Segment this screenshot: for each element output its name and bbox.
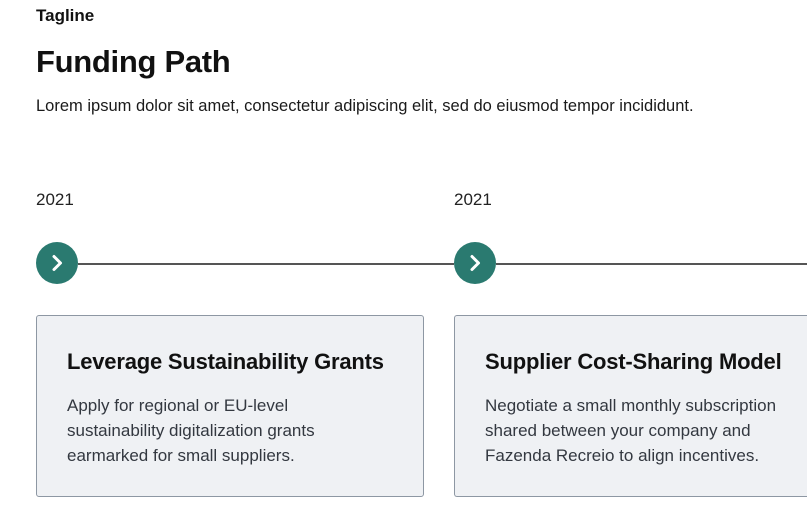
timeline-marker[interactable] (454, 242, 496, 284)
card-title: Leverage Sustainability Grants (67, 349, 384, 374)
timeline-card[interactable]: Supplier Cost-Sharing Model Negotiate a … (454, 315, 807, 497)
timeline-marker[interactable] (36, 242, 78, 284)
timeline-year: 2021 (454, 190, 492, 209)
section-title: Funding Path (36, 44, 231, 79)
timeline-connector (496, 263, 807, 265)
section-description: Lorem ipsum dolor sit amet, consectetur … (36, 97, 694, 115)
card-title: Supplier Cost-Sharing Model (485, 349, 782, 374)
section-tagline: Tagline (36, 6, 95, 25)
timeline-connector (78, 263, 454, 265)
card-description: Apply for regional or EU-level sustainab… (67, 396, 315, 465)
chevron-right-icon (470, 255, 480, 271)
card-description: Negotiate a small monthly subscription s… (485, 396, 777, 465)
timeline-card[interactable]: Leverage Sustainability Grants Apply for… (36, 315, 424, 497)
timeline-year: 2021 (36, 190, 74, 209)
chevron-right-icon (52, 255, 62, 271)
